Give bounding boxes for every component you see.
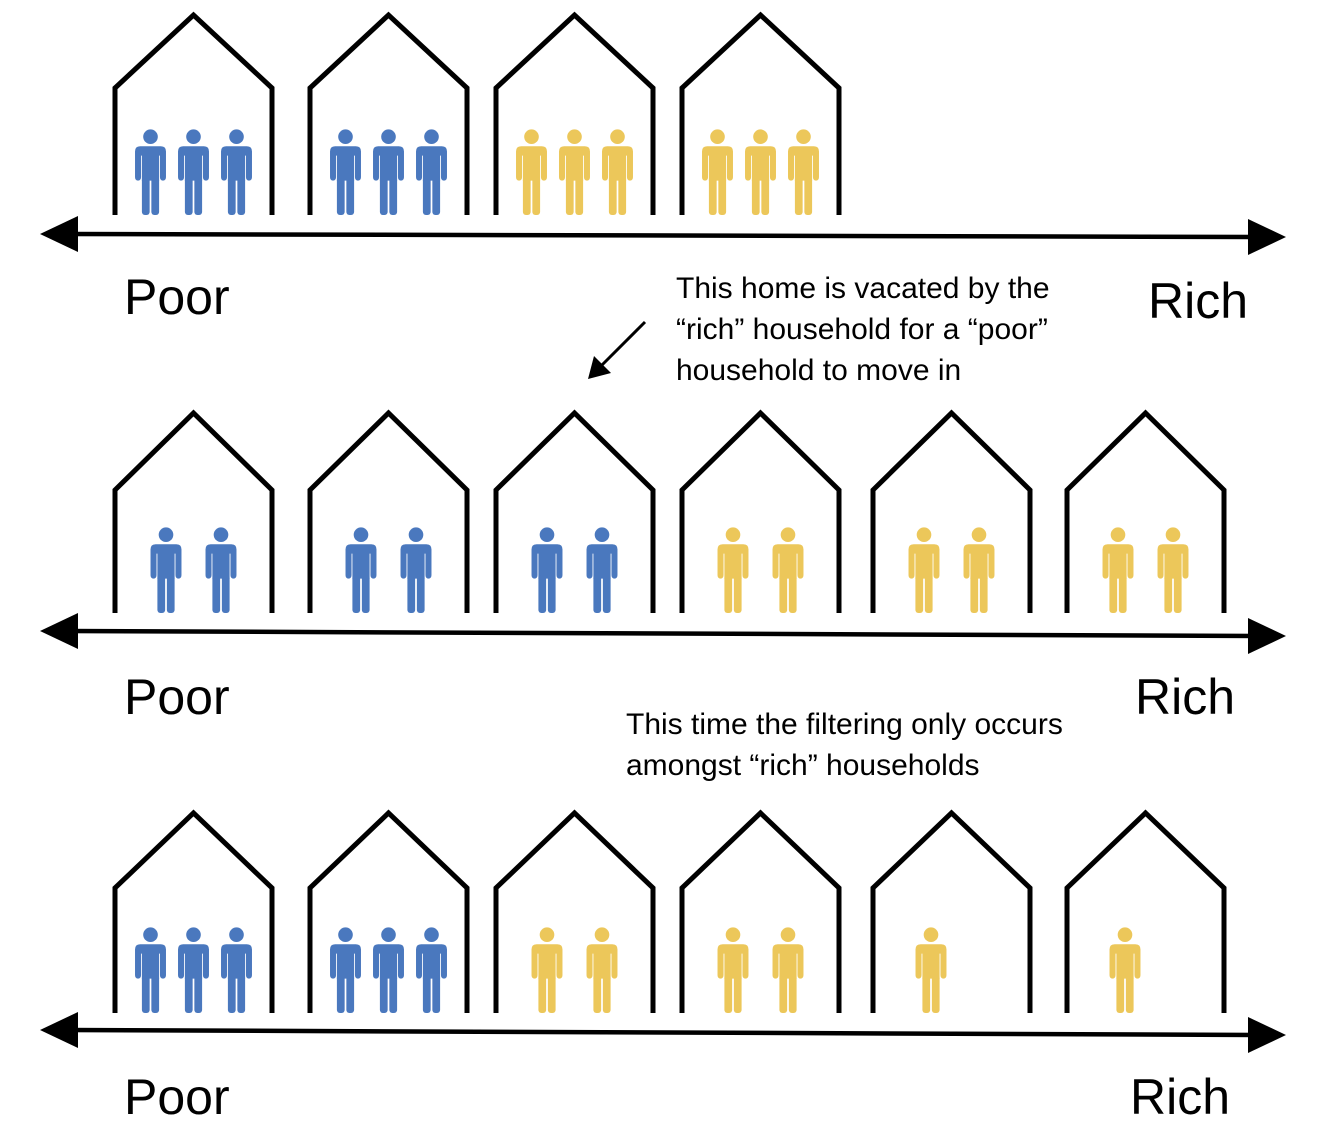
person-icon [702, 129, 733, 215]
person-icon [963, 527, 995, 613]
person-icon [586, 527, 618, 613]
house-icon [112, 809, 275, 1013]
row-1-rich-label: Rich [1148, 273, 1248, 329]
person-icon [908, 527, 940, 613]
person-icon [178, 927, 209, 1013]
house-icon [1064, 409, 1227, 613]
house-icon [493, 409, 656, 613]
pointer-arrow-icon [588, 320, 647, 379]
person-icon [345, 527, 377, 613]
person-icon [373, 927, 404, 1013]
row-3-poor-label: Poor [124, 1069, 230, 1125]
housing-row-2: Poor Rich [40, 409, 1286, 725]
annotation-1-line-3: household to move in [676, 354, 961, 387]
house-icon [679, 11, 842, 215]
annotation-1-line-2: “rich” household for a “poor” [676, 313, 1048, 346]
person-icon [135, 927, 166, 1013]
person-icon [1109, 927, 1141, 1013]
person-icon [717, 927, 749, 1013]
annotation-rich-filtering: This time the filtering only occurs amon… [626, 708, 1063, 782]
person-icon [717, 527, 749, 613]
row-2-rich-label: Rich [1135, 669, 1235, 725]
person-icon [150, 527, 182, 613]
annotation-vacated-home: This home is vacated by the “rich” house… [588, 272, 1050, 387]
annotation-2-line-1: This time the filtering only occurs [626, 708, 1063, 741]
person-icon [330, 927, 361, 1013]
person-icon [531, 927, 563, 1013]
person-icon [772, 527, 804, 613]
arrowhead-right-icon [1248, 219, 1286, 255]
row-1-houses [112, 11, 842, 215]
house-icon [112, 409, 275, 613]
person-icon [416, 927, 447, 1013]
person-icon [135, 129, 166, 215]
person-icon [788, 129, 819, 215]
house-icon [493, 11, 656, 215]
person-icon [1102, 527, 1134, 613]
annotation-1-line-1: This home is vacated by the [676, 272, 1050, 305]
arrowhead-right-icon [1248, 618, 1286, 654]
person-icon [221, 927, 252, 1013]
person-icon [915, 927, 947, 1013]
housing-row-3: Poor Rich [40, 809, 1286, 1125]
person-icon [205, 527, 237, 613]
house-icon [307, 809, 470, 1013]
person-icon [416, 129, 447, 215]
row-3-rich-label: Rich [1130, 1069, 1230, 1125]
house-icon [112, 11, 275, 215]
house-icon [1064, 809, 1227, 1013]
row-3-houses [112, 809, 1227, 1013]
row-2-income-axis [40, 613, 1286, 654]
person-icon [330, 129, 361, 215]
house-icon [307, 409, 470, 613]
person-icon [745, 129, 776, 215]
person-icon [1157, 527, 1189, 613]
person-icon [559, 129, 590, 215]
person-icon [400, 527, 432, 613]
house-icon [493, 809, 656, 1013]
housing-row-1: Poor Rich [40, 11, 1286, 329]
house-icon [870, 809, 1033, 1013]
person-icon [373, 129, 404, 215]
house-icon [679, 409, 842, 613]
person-icon [586, 927, 618, 1013]
row-1-income-axis [40, 216, 1286, 255]
arrowhead-left-icon [40, 216, 78, 252]
house-icon [679, 809, 842, 1013]
person-icon [531, 527, 563, 613]
row-1-poor-label: Poor [124, 269, 230, 325]
person-icon [221, 129, 252, 215]
row-2-poor-label: Poor [124, 669, 230, 725]
annotation-2-line-2: amongst “rich” households [626, 749, 980, 782]
house-icon [870, 409, 1033, 613]
person-icon [602, 129, 633, 215]
arrowhead-left-icon [40, 613, 78, 649]
arrowhead-left-icon [40, 1012, 78, 1048]
row-2-houses [112, 409, 1227, 613]
row-3-income-axis [40, 1012, 1286, 1053]
person-icon [516, 129, 547, 215]
arrowhead-right-icon [1248, 1017, 1286, 1053]
person-icon [178, 129, 209, 215]
house-icon [307, 11, 470, 215]
person-icon [772, 927, 804, 1013]
